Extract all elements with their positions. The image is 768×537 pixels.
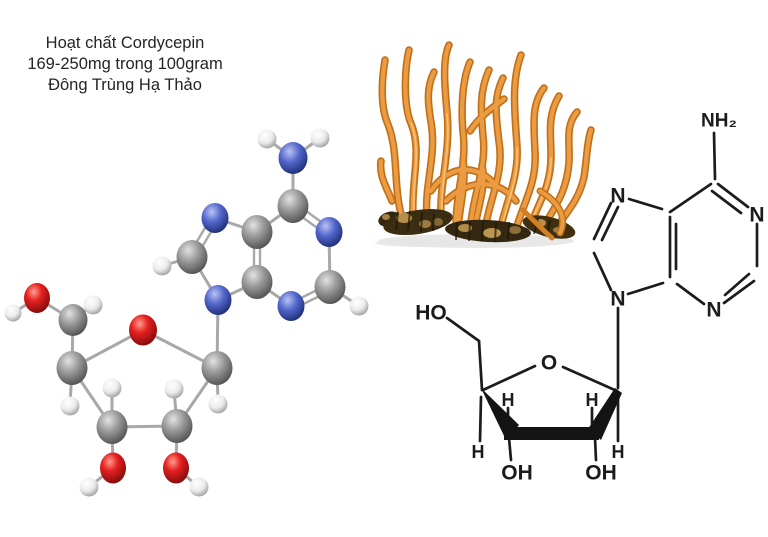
atom-carbon bbox=[314, 270, 346, 304]
atom-hydrogen bbox=[164, 379, 184, 399]
nitrogen-n9-label: N bbox=[610, 288, 625, 311]
atom-nitrogen bbox=[315, 217, 343, 247]
atom-hydrogen bbox=[189, 477, 209, 497]
atom-hydrogen bbox=[102, 378, 122, 398]
nitrogen-n1-label: N bbox=[749, 204, 764, 227]
atom-hydrogen bbox=[349, 296, 369, 316]
atom-oxygen bbox=[163, 452, 189, 484]
fungus-caterpillar-bodies bbox=[378, 208, 576, 243]
hydrogen-c3-label: H bbox=[502, 390, 515, 410]
atom-hydrogen bbox=[79, 477, 99, 497]
atom-nitrogen bbox=[204, 285, 232, 315]
fungus-front-curls bbox=[520, 187, 567, 241]
caption-line-1: Hoạt chất Cordycepin bbox=[45, 34, 205, 52]
hydroxyl-right-label: OH bbox=[585, 462, 617, 485]
fungus-stalks bbox=[376, 41, 595, 232]
atom-carbon bbox=[96, 410, 128, 444]
atom-hydrogen bbox=[310, 128, 330, 148]
atom-hydrogen bbox=[83, 295, 103, 315]
hydrogen-c1-label: H bbox=[612, 442, 625, 462]
hydroxyl-left-label: OH bbox=[501, 462, 533, 485]
skeletal-bonds bbox=[445, 131, 759, 462]
photo-shadow bbox=[375, 239, 465, 247]
atom-hydrogen bbox=[208, 394, 228, 414]
atom-carbon bbox=[277, 189, 309, 223]
nitrogen-n7-label: N bbox=[610, 185, 625, 208]
atom-hydrogen bbox=[4, 304, 22, 322]
atom-nitrogen bbox=[278, 142, 308, 174]
atom-carbon bbox=[201, 351, 233, 385]
hydroxymethyl-label: HO bbox=[415, 302, 447, 325]
atom-oxygen bbox=[24, 283, 50, 313]
atom-hydrogen bbox=[60, 396, 80, 416]
caption-line-3: Đông Trùng Hạ Thảo bbox=[48, 76, 202, 94]
atoms bbox=[4, 128, 369, 497]
cordycepin-2d-structure: NH₂ N N N N O HO H H H H OH OH bbox=[415, 111, 764, 485]
atom-oxygen bbox=[100, 452, 126, 484]
atom-carbon bbox=[161, 409, 193, 443]
amino-group-label: NH₂ bbox=[701, 111, 737, 132]
ring-oxygen-label: O bbox=[541, 352, 557, 375]
atom-oxygen bbox=[129, 314, 157, 346]
hydrogen-c4-label: H bbox=[472, 442, 485, 462]
atom-carbon bbox=[56, 351, 88, 385]
bold-ring-wedges bbox=[481, 388, 622, 440]
atom-hydrogen bbox=[152, 256, 172, 276]
atom-nitrogen bbox=[277, 291, 305, 321]
caption-line-2: 169-250mg trong 100gram bbox=[27, 55, 223, 73]
atom-carbon bbox=[176, 240, 208, 274]
structure-labels: NH₂ N N N N O HO H H H H OH OH bbox=[415, 111, 764, 485]
cordycepin-3d-model bbox=[4, 128, 369, 497]
nitrogen-n3-label: N bbox=[706, 299, 721, 322]
atom-carbon bbox=[241, 215, 273, 249]
atom-carbon bbox=[58, 304, 88, 336]
caption: Hoạt chất Cordycepin 169-250mg trong 100… bbox=[18, 33, 232, 96]
caterpillar-segments bbox=[395, 210, 563, 243]
hydrogen-c2-label: H bbox=[586, 390, 599, 410]
atom-nitrogen bbox=[201, 203, 229, 233]
atom-carbon bbox=[241, 265, 273, 299]
atom-hydrogen bbox=[257, 129, 277, 149]
cordyceps-photo bbox=[375, 41, 595, 248]
